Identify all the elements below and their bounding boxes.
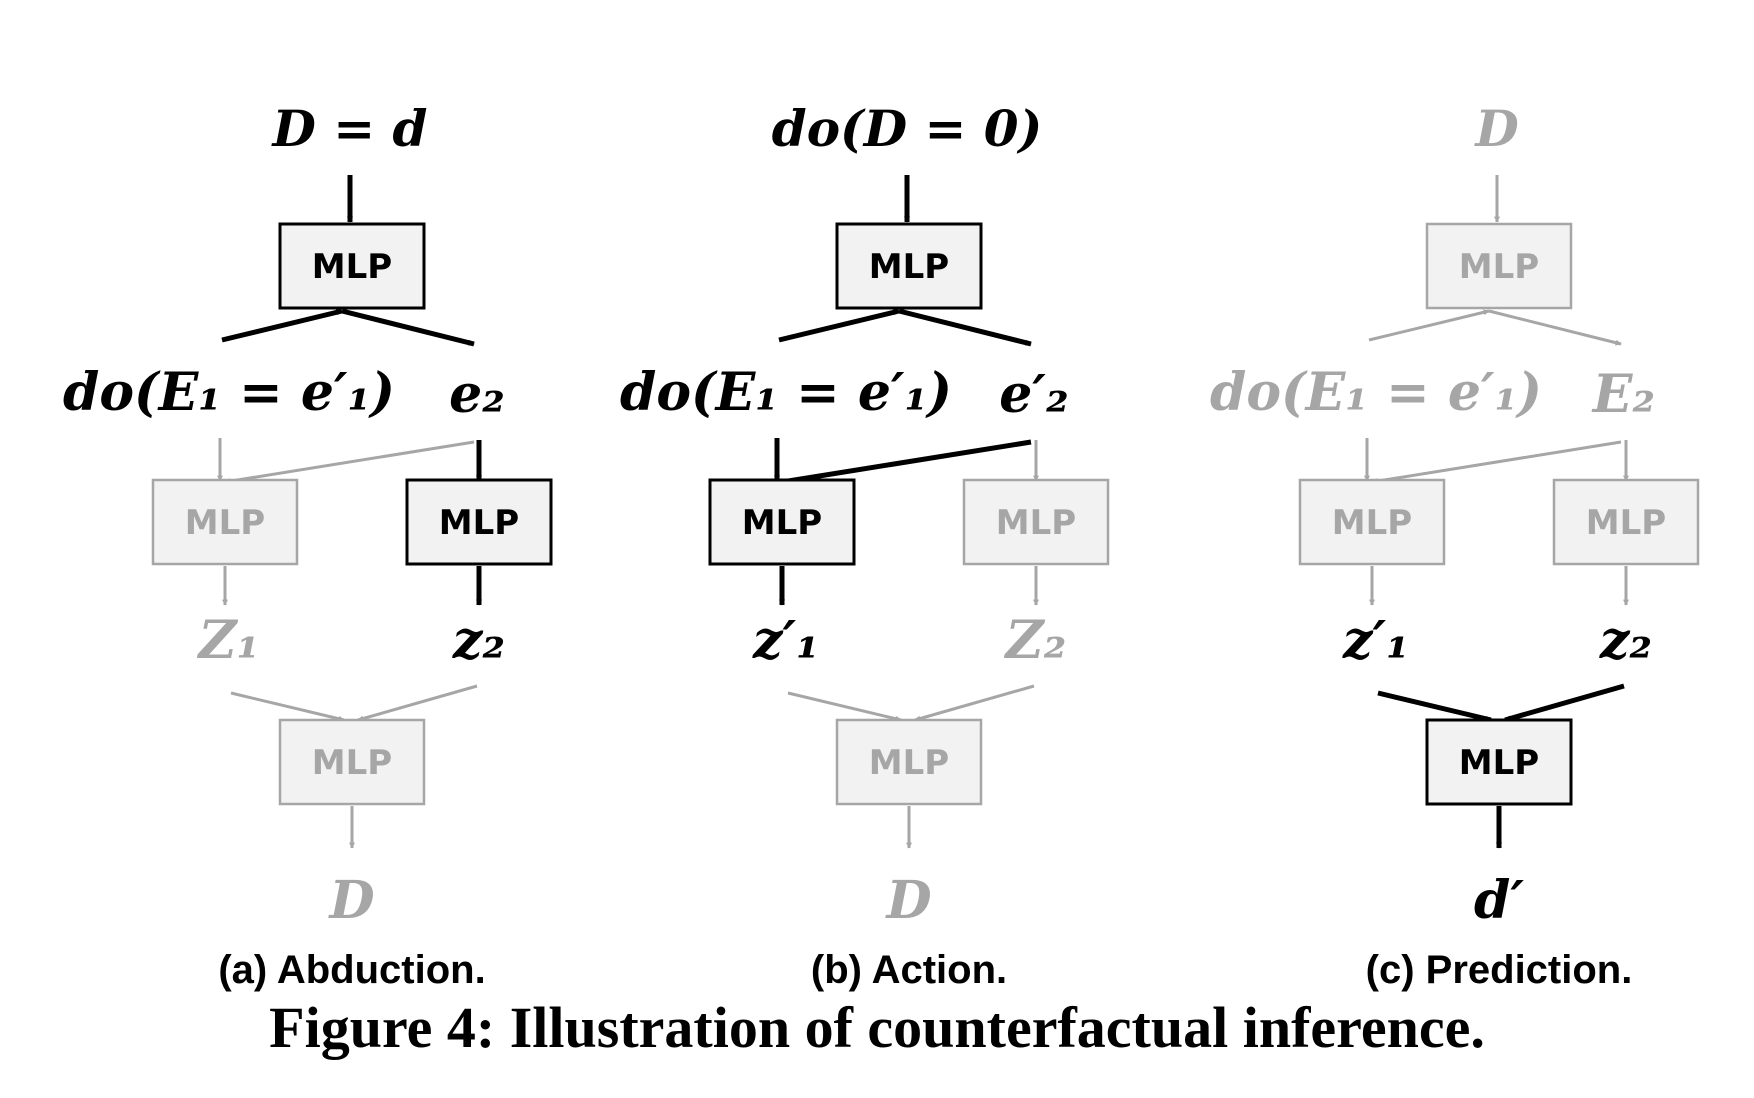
mlp-right-rect <box>405 478 553 566</box>
mlp-bottom: MLP <box>835 718 983 806</box>
z-left-node: Z₁ <box>197 610 260 671</box>
mlp-top-label: MLP <box>869 247 949 287</box>
mlp-bottom-label: MLP <box>312 743 392 783</box>
z-right-node: z₂ <box>1599 610 1652 671</box>
mlp-bottom: MLP <box>278 718 426 806</box>
mlp-top-label: MLP <box>312 247 392 287</box>
left-mid-node: do(E₁ = e′₁) <box>620 362 952 423</box>
bottom-node: D <box>884 870 931 931</box>
edge-right-to-left-mlp <box>781 439 1032 485</box>
top-node: do(D = 0) <box>772 99 1042 158</box>
mlp-left-label: MLP <box>185 503 265 543</box>
z-right-node: Z₂ <box>1004 610 1067 671</box>
bottom-node: d′ <box>1474 870 1524 931</box>
left-mid-node: do(E₁ = e′₁) <box>1210 362 1542 423</box>
mlp-right: MLP <box>405 478 553 566</box>
panel-caption: (c) Prediction. <box>1366 948 1633 992</box>
mlp-left-rect <box>708 478 856 566</box>
mlp-right-label: MLP <box>439 503 519 543</box>
mlp-left-rect <box>1298 478 1446 566</box>
mlp-left-label: MLP <box>1332 503 1412 543</box>
mlp-bottom-rect <box>1425 718 1573 806</box>
mlp-right-label: MLP <box>1586 503 1666 543</box>
edge-mlp-to-right <box>898 308 1032 347</box>
edge-right-to-left-mlp <box>1371 440 1622 485</box>
mlp-top: MLP <box>278 222 426 310</box>
edge-zright-to-mlp <box>914 684 1035 722</box>
mlp-left: MLP <box>708 478 856 566</box>
mlp-bottom-label: MLP <box>869 743 949 783</box>
edge-mlp-to-left <box>778 308 900 343</box>
mlp-top: MLP <box>835 222 983 310</box>
mlp-left-rect <box>151 478 299 566</box>
panel-caption: (b) Action. <box>811 948 1007 992</box>
edge-mlp-to-right <box>1488 309 1622 346</box>
top-node: D = d <box>270 99 427 158</box>
top-node: D <box>1473 99 1518 158</box>
edge-zright-to-mlp <box>1504 683 1625 723</box>
mlp-bottom-rect <box>835 718 983 806</box>
mlp-right-label: MLP <box>996 503 1076 543</box>
mlp-bottom-label: MLP <box>1459 743 1539 783</box>
mlp-left: MLP <box>151 478 299 566</box>
edge-mlp-to-right <box>341 308 475 347</box>
bottom-node: D <box>327 870 374 931</box>
mlp-bottom: MLP <box>1425 718 1573 806</box>
panel-c: D MLP do(E₁ = e′₁) E₂ MLP MLP z′₁ z₂ MLP d′ (c) Pr… <box>1210 99 1700 992</box>
edge-right-to-left-mlp <box>224 440 475 485</box>
edge-zleft-to-mlp <box>787 691 902 722</box>
right-mid-node: E₂ <box>1591 364 1655 425</box>
panel-caption: (a) Abduction. <box>218 948 485 992</box>
figure-caption: Figure 4: Illustration of counterfactual… <box>269 995 1485 1060</box>
right-mid-node: e′₂ <box>999 364 1069 425</box>
mlp-right: MLP <box>962 478 1110 566</box>
mlp-right-rect <box>962 478 1110 566</box>
z-right-node: z₂ <box>452 610 505 671</box>
edge-zleft-to-mlp <box>230 691 345 722</box>
mlp-top-rect <box>278 222 426 310</box>
edge-zright-to-mlp <box>357 684 478 722</box>
mlp-top: MLP <box>1425 222 1573 310</box>
edge-mlp-to-left <box>1368 309 1490 342</box>
mlp-bottom-rect <box>278 718 426 806</box>
z-left-node: z′₁ <box>1342 610 1409 671</box>
edge-mlp-to-left <box>221 308 343 343</box>
panel-b: do(D = 0) MLP do(E₁ = e′₁) e′₂ MLP MLP z′₁ Z₂ ML… <box>620 99 1110 992</box>
mlp-top-label: MLP <box>1459 247 1539 287</box>
right-mid-node: e₂ <box>449 364 505 425</box>
mlp-right-rect <box>1552 478 1700 566</box>
mlp-right: MLP <box>1552 478 1700 566</box>
panel-a: D = d MLP do(E₁ = e′₁) e₂ MLP MLP Z₁ z₂ MLP D (a) … <box>63 99 553 992</box>
left-mid-node: do(E₁ = e′₁) <box>63 362 395 423</box>
z-left-node: z′₁ <box>752 610 819 671</box>
mlp-left: MLP <box>1298 478 1446 566</box>
edge-zleft-to-mlp <box>1377 690 1492 723</box>
mlp-top-rect <box>1425 222 1573 310</box>
mlp-left-label: MLP <box>742 503 822 543</box>
mlp-top-rect <box>835 222 983 310</box>
